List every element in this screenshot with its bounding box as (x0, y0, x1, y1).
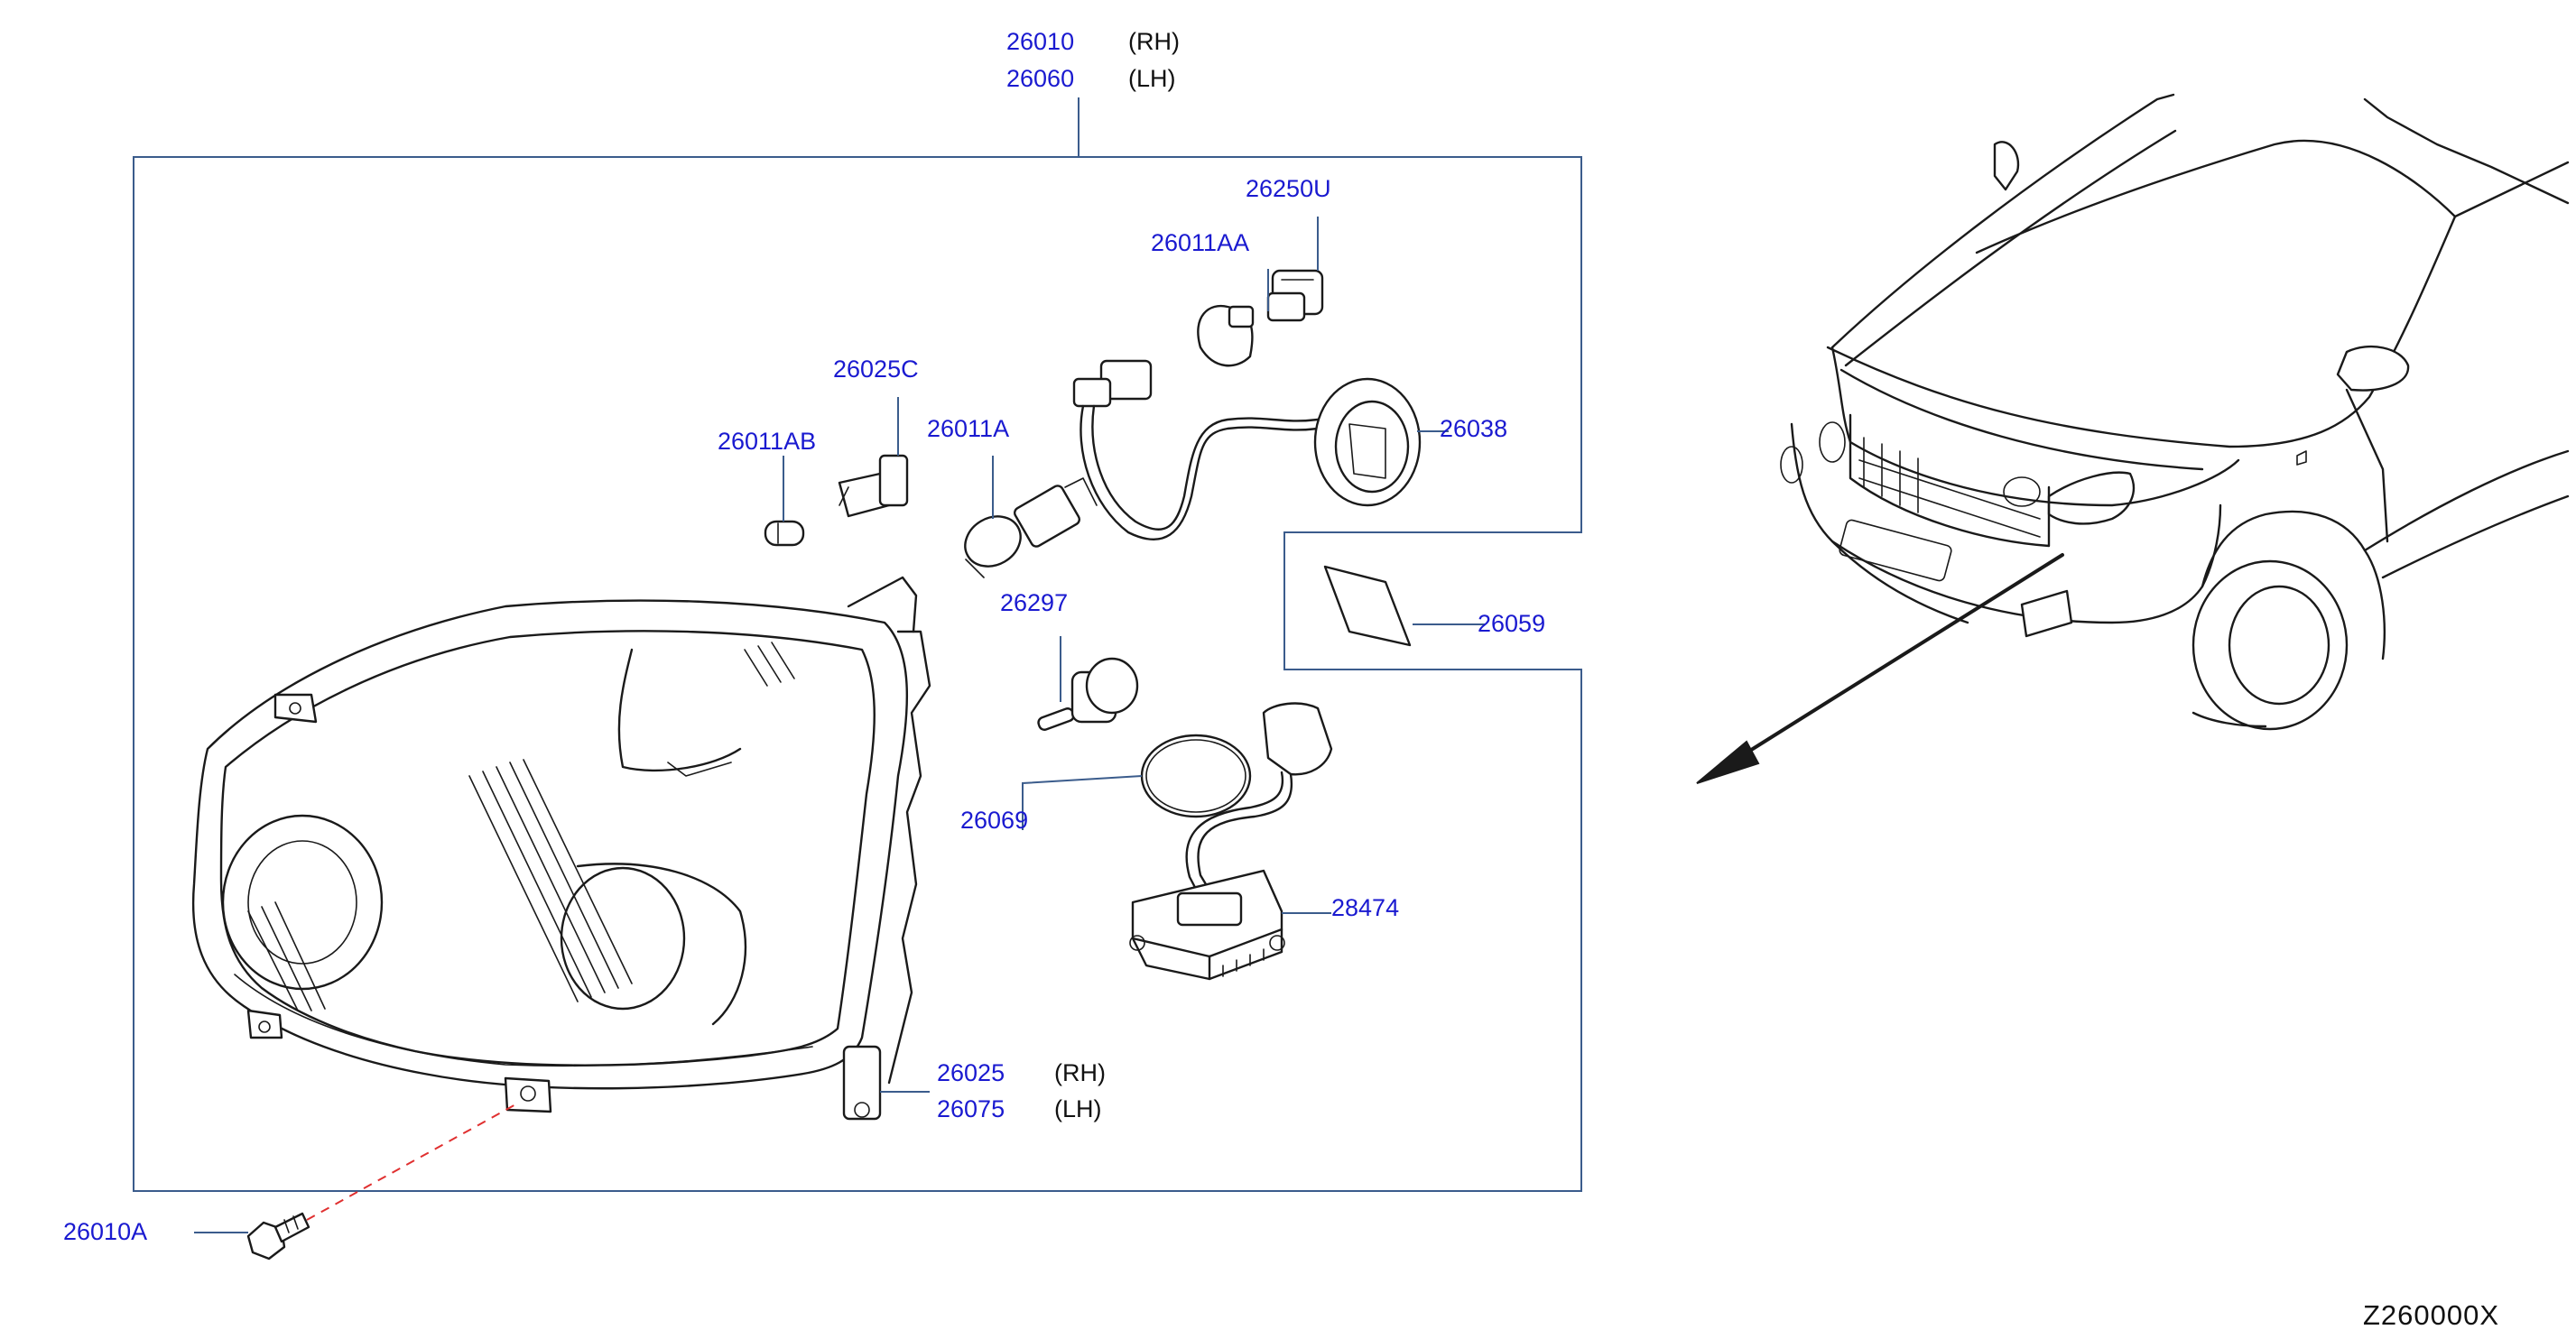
label-sticker-drawing (1323, 565, 1412, 647)
screw-guide-dashed-line (306, 1102, 520, 1221)
ballast-drawing (1129, 702, 1333, 981)
callout-housing-lh-side: (LH) (1054, 1095, 1102, 1122)
callout-housing-rh-side: (RH) (1054, 1059, 1106, 1086)
screw-drawing (246, 1212, 310, 1261)
callout-headlamp-rh-part: 26010 (1006, 28, 1074, 55)
callout-housing-lh-part: 26075 (937, 1095, 1005, 1122)
o-ring-drawing (1140, 734, 1252, 818)
callout-headlamp-lh-part: 26060 (1006, 65, 1074, 92)
vehicle-drawing (1780, 93, 2570, 731)
callout-headlamp-lh-side: (LH) (1128, 65, 1176, 92)
side-bulb-drawing (1197, 304, 1255, 367)
direction-arrow (1696, 553, 2064, 784)
callout-headlamp-rh-side: (RH) (1128, 28, 1180, 55)
wire-harness-drawing (1072, 359, 1320, 541)
halogen-bulb-drawing (964, 477, 1098, 578)
callout-parking-socket: 26025C (833, 356, 919, 383)
cap-harness-drawing (1313, 377, 1422, 507)
figure-code: Z260000X (2363, 1299, 2499, 1331)
bulb-socket-drawing (1266, 269, 1324, 322)
callout-parking-bulb: 26011AB (718, 428, 816, 455)
parking-bulb-drawing (764, 520, 805, 547)
headlamp-housing-drawing (191, 576, 931, 1121)
callout-label-sticker: 26059 (1478, 610, 1545, 637)
leader-lines (194, 217, 1485, 1233)
callout-screw: 26010A (63, 1218, 147, 1245)
callout-cap-harness: 26038 (1440, 415, 1507, 442)
callout-halogen-bulb: 26011A (927, 415, 1009, 442)
parking-socket-drawing (838, 454, 909, 518)
callout-xenon-bulb: 26297 (1000, 589, 1068, 616)
callout-side-bulb: 26011AA (1151, 229, 1249, 256)
assembly-frame (133, 97, 1582, 1192)
xenon-bulb-drawing (1037, 657, 1139, 731)
callout-o-ring: 26069 (960, 807, 1028, 834)
callout-bulb-socket: 26250U (1246, 175, 1331, 202)
callout-ballast: 28474 (1331, 894, 1399, 921)
callout-housing-rh-part: 26025 (937, 1059, 1005, 1086)
